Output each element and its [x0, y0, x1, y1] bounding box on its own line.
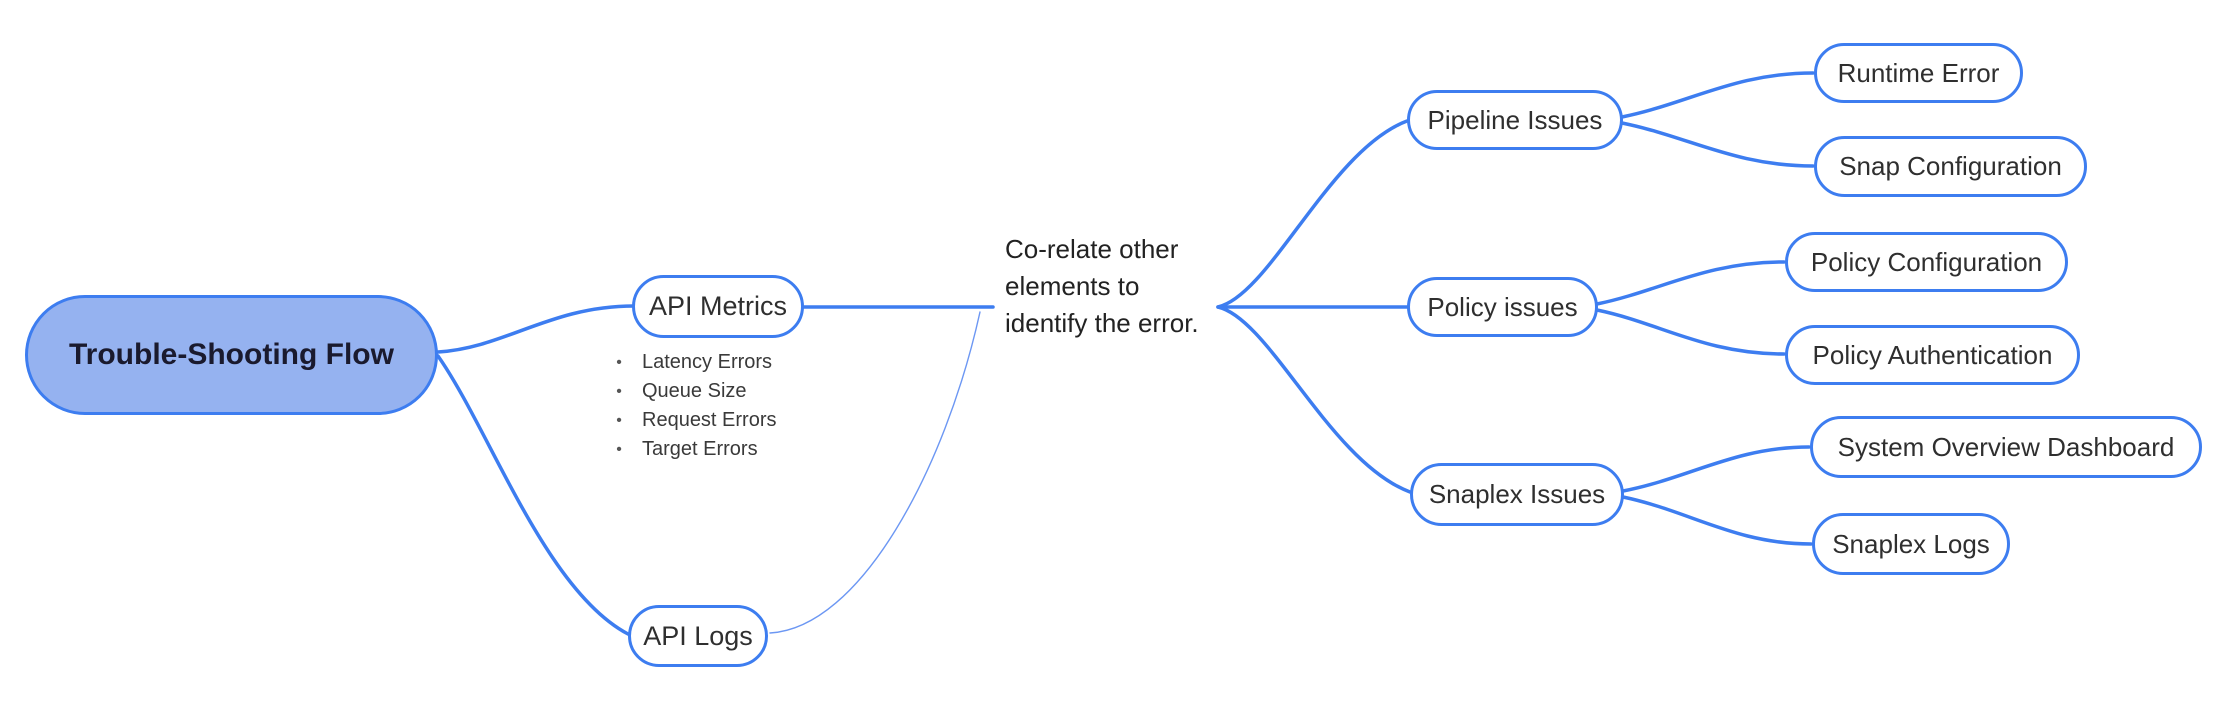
edge-policy-to-policy-authentication	[1595, 308, 1786, 356]
node-policy-configuration: Policy Configuration	[1785, 232, 2068, 292]
bullet-request-errors: Request Errors	[612, 406, 777, 435]
edge-api-logs-to-join	[769, 311, 981, 634]
node-snaplex-logs-label: Snaplex Logs	[1832, 528, 1990, 559]
node-policy-authentication: Policy Authentication	[1785, 325, 2080, 385]
node-runtime-error: Runtime Error	[1814, 43, 2023, 103]
bullet-latency-errors: Latency Errors	[612, 348, 777, 377]
node-system-overview-dashboard: System Overview Dashboard	[1810, 416, 2202, 478]
edge-pipeline-to-snap-configuration	[1620, 121, 1815, 168]
node-system-overview-dashboard-label: System Overview Dashboard	[1837, 431, 2175, 462]
edge-junction-to-snaplex	[1216, 305, 1412, 494]
node-pipeline-issues-label: Pipeline Issues	[1427, 104, 1603, 135]
node-snap-configuration: Snap Configuration	[1814, 136, 2087, 197]
bullet-target-errors: Target Errors	[612, 435, 777, 464]
node-root-trouble-shooting-flow: Trouble-Shooting Flow	[25, 295, 438, 415]
edge-policy-to-policy-configuration	[1595, 260, 1786, 306]
node-pipeline-issues: Pipeline Issues	[1407, 90, 1623, 150]
edge-root-to-api-logs	[436, 354, 630, 636]
node-root-label: Trouble-Shooting Flow	[69, 338, 394, 371]
node-api-metrics-label: API Metrics	[648, 291, 788, 321]
edge-snaplex-to-snaplex-logs	[1621, 495, 1813, 546]
node-api-logs-label: API Logs	[643, 620, 753, 651]
node-policy-issues: Policy issues	[1407, 277, 1598, 337]
node-api-metrics: API Metrics	[632, 275, 804, 338]
edge-junction-to-pipeline	[1216, 119, 1409, 309]
node-snaplex-issues: Snaplex Issues	[1410, 463, 1624, 526]
node-runtime-error-label: Runtime Error	[1837, 57, 2000, 88]
node-policy-configuration-label: Policy Configuration	[1810, 246, 2043, 277]
bullet-queue-size: Queue Size	[612, 377, 777, 406]
node-policy-authentication-label: Policy Authentication	[1812, 339, 2053, 370]
edge-root-to-api-metrics	[436, 304, 636, 354]
node-api-logs: API Logs	[628, 605, 768, 667]
edge-pipeline-to-runtime	[1620, 71, 1815, 119]
note-co-relate-text: Co-relate other elements to identify the…	[1005, 234, 1199, 338]
api-metrics-bullet-list: Latency Errors Queue Size Request Errors…	[612, 348, 777, 464]
node-policy-issues-label: Policy issues	[1427, 291, 1578, 322]
edge-snaplex-to-system-overview	[1621, 445, 1811, 493]
node-snap-configuration-label: Snap Configuration	[1839, 151, 2062, 181]
node-snaplex-issues-label: Snaplex Issues	[1428, 479, 1606, 509]
node-snaplex-logs: Snaplex Logs	[1812, 513, 2010, 575]
